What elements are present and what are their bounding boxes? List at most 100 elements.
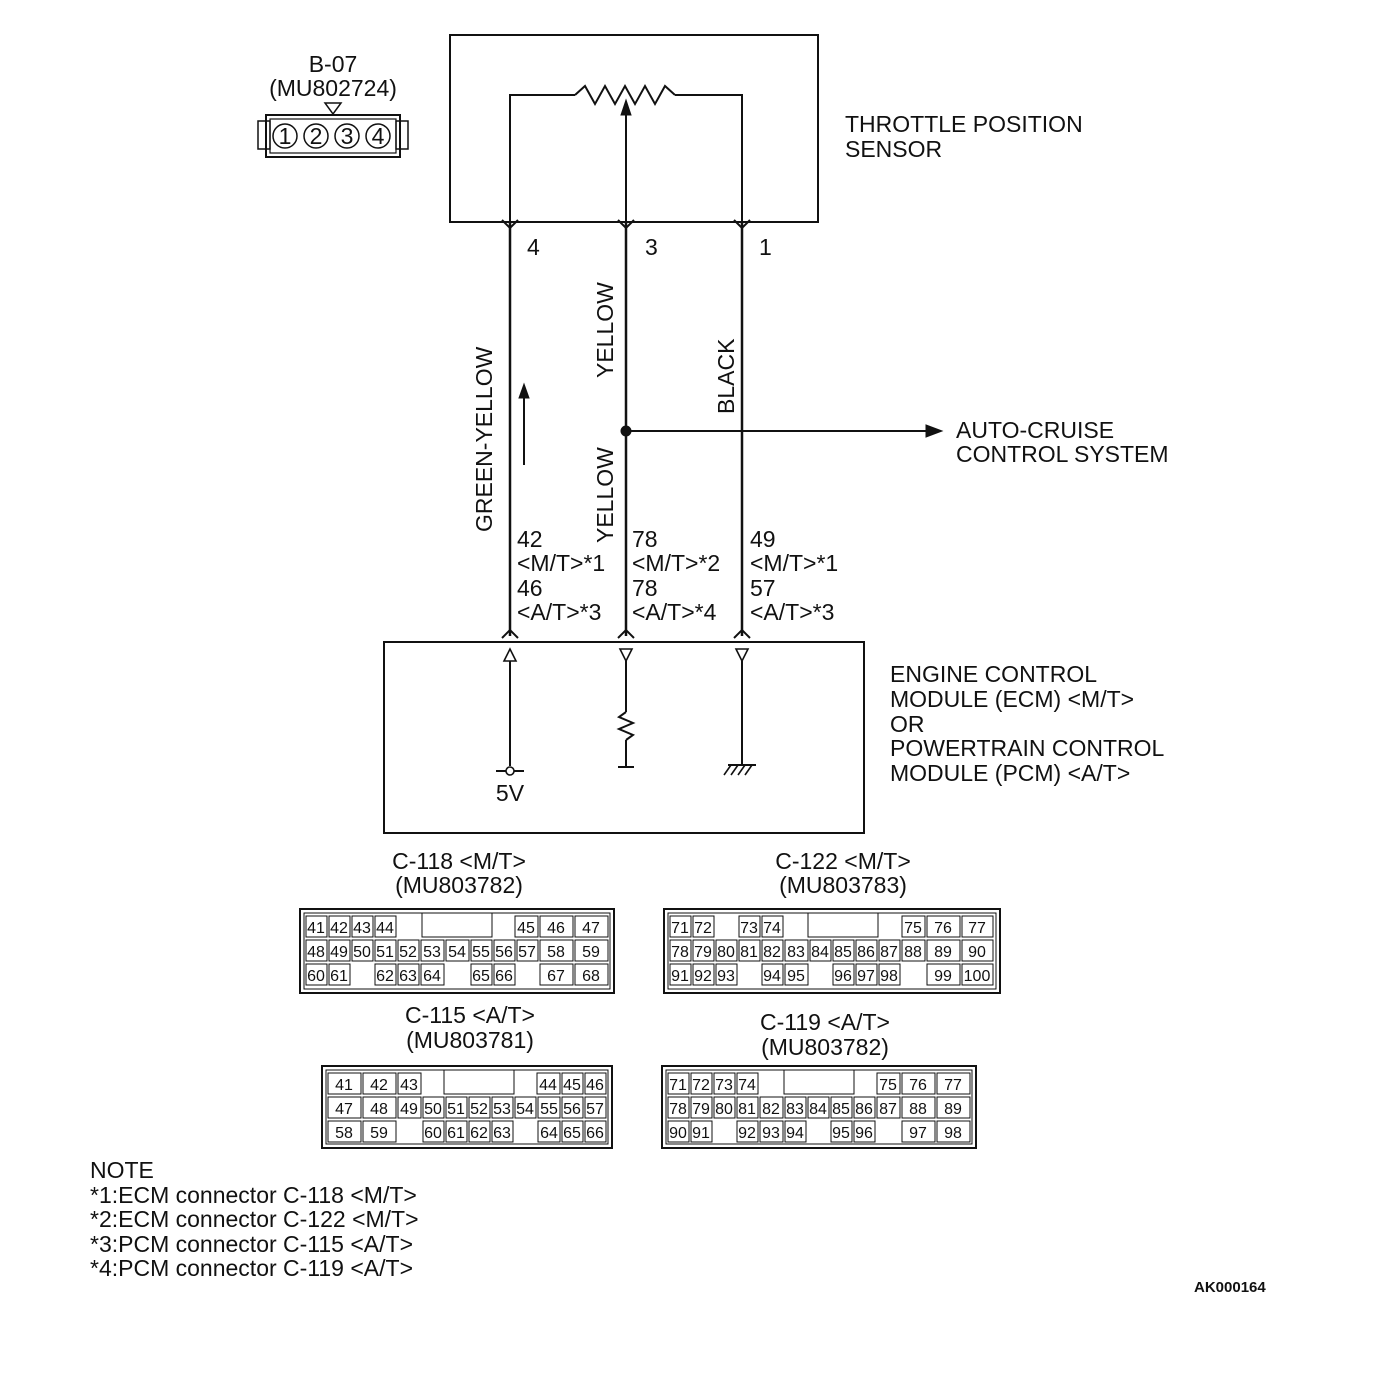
svg-text:99: 99 xyxy=(934,968,952,985)
svg-text:96: 96 xyxy=(834,968,852,985)
svg-text:82: 82 xyxy=(762,1101,780,1118)
svg-text:95: 95 xyxy=(832,1125,850,1142)
svg-text:80: 80 xyxy=(717,944,735,961)
throttle-position-sensor: THROTTLE POSITION SENSOR 4 3 1 xyxy=(449,34,1083,260)
auto-cruise-line1: AUTO-CRUISE xyxy=(956,417,1114,443)
svg-text:50: 50 xyxy=(424,1101,442,1118)
resistor-icon xyxy=(616,711,636,741)
b07-pin-4: 4 xyxy=(365,123,391,149)
svg-text:51: 51 xyxy=(447,1101,465,1118)
sensor-pin-3: 3 xyxy=(645,234,658,260)
svg-text:76: 76 xyxy=(909,1077,927,1094)
note-title: NOTE xyxy=(90,1157,154,1183)
svg-text:94: 94 xyxy=(786,1125,804,1142)
svg-text:85: 85 xyxy=(834,944,852,961)
terminal-right-0: 49 xyxy=(750,526,776,552)
c118-id: C-118 <M/T> xyxy=(392,848,526,874)
module-line-4: MODULE (PCM) <A/T> xyxy=(890,760,1130,786)
terminal-left-3: <A/T>*3 xyxy=(517,599,601,625)
svg-text:79: 79 xyxy=(692,1101,710,1118)
svg-text:42: 42 xyxy=(370,1077,388,1094)
svg-text:98: 98 xyxy=(880,968,898,985)
svg-text:79: 79 xyxy=(694,944,712,961)
svg-text:83: 83 xyxy=(787,944,805,961)
ground-icon xyxy=(723,764,756,776)
svg-text:44: 44 xyxy=(376,920,394,937)
terminal-right-2: 57 xyxy=(750,575,776,601)
svg-text:43: 43 xyxy=(353,920,371,937)
c119-id: C-119 <A/T> xyxy=(760,1009,890,1035)
note-item-3: *3:PCM connector C-115 <A/T> xyxy=(90,1231,413,1257)
wiper-arrow-icon xyxy=(620,98,632,116)
terminal-mid-0: 78 xyxy=(632,526,658,552)
svg-text:52: 52 xyxy=(470,1101,488,1118)
svg-text:97: 97 xyxy=(909,1125,927,1142)
terminal-right-3: <A/T>*3 xyxy=(750,599,834,625)
svg-text:62: 62 xyxy=(376,968,394,985)
module-box xyxy=(383,641,865,834)
svg-text:72: 72 xyxy=(694,920,712,937)
control-module: 5V ENGINE CONTROL MODULE (ECM) <M/T> OR … xyxy=(383,641,1165,834)
b07-body xyxy=(265,114,401,158)
svg-text:71: 71 xyxy=(669,1077,687,1094)
sensor-title-line2: SENSOR xyxy=(845,136,942,162)
terminal-left-2: 46 xyxy=(517,575,543,601)
svg-text:73: 73 xyxy=(740,920,758,937)
svg-text:57: 57 xyxy=(518,944,536,961)
svg-text:3: 3 xyxy=(341,123,354,149)
c122-id: C-122 <M/T> xyxy=(775,848,911,874)
svg-text:91: 91 xyxy=(671,968,689,985)
svg-text:67: 67 xyxy=(547,968,565,985)
c115-part: (MU803781) xyxy=(406,1027,534,1053)
wire-label-black: BLACK xyxy=(713,338,739,414)
module-line-0: ENGINE CONTROL xyxy=(890,661,1097,687)
svg-text:85: 85 xyxy=(832,1101,850,1118)
svg-text:73: 73 xyxy=(715,1077,733,1094)
svg-text:83: 83 xyxy=(786,1101,804,1118)
b07-pin-1: 1 xyxy=(272,123,298,149)
svg-text:60: 60 xyxy=(307,968,325,985)
svg-text:90: 90 xyxy=(968,944,986,961)
svg-text:44: 44 xyxy=(539,1077,557,1094)
svg-text:91: 91 xyxy=(692,1125,710,1142)
note-item-4: *4:PCM connector C-119 <A/T> xyxy=(90,1255,413,1281)
connector-c122: C-122 <M/T> (MU803783) 71 72 73 74 75 76… xyxy=(663,848,1001,994)
svg-text:1: 1 xyxy=(279,123,292,149)
svg-text:93: 93 xyxy=(717,968,735,985)
terminal-mid-2: 78 xyxy=(632,575,658,601)
svg-text:68: 68 xyxy=(582,968,600,985)
svg-text:64: 64 xyxy=(423,968,441,985)
svg-text:86: 86 xyxy=(855,1101,873,1118)
b07-id: B-07 xyxy=(309,51,358,77)
input-arrow-icon xyxy=(502,647,518,662)
svg-text:74: 74 xyxy=(738,1077,756,1094)
sensor-pin-1: 1 xyxy=(759,234,772,260)
svg-text:80: 80 xyxy=(715,1101,733,1118)
svg-text:41: 41 xyxy=(335,1077,353,1094)
b07-part: (MU802724) xyxy=(269,75,397,101)
sensor-title-line1: THROTTLE POSITION xyxy=(845,111,1083,137)
b07-pin-3: 3 xyxy=(334,123,360,149)
b07-connector: B-07 (MU802724) 1 2 3 4 xyxy=(257,51,409,158)
sensor-box xyxy=(449,34,819,223)
svg-text:49: 49 xyxy=(400,1101,418,1118)
svg-text:46: 46 xyxy=(586,1077,604,1094)
svg-text:76: 76 xyxy=(934,920,952,937)
svg-text:95: 95 xyxy=(787,968,805,985)
svg-text:54: 54 xyxy=(448,944,466,961)
svg-text:56: 56 xyxy=(563,1101,581,1118)
b07-key-icon xyxy=(323,102,343,116)
c122-pin-grid: 71 72 73 74 75 76 77 78 79 80 81 82 83 8… xyxy=(669,912,994,986)
note-item-1: *1:ECM connector C-118 <M/T> xyxy=(90,1182,417,1208)
svg-text:50: 50 xyxy=(353,944,371,961)
svg-text:52: 52 xyxy=(399,944,417,961)
svg-text:98: 98 xyxy=(944,1125,962,1142)
svg-text:88: 88 xyxy=(904,944,922,961)
svg-text:82: 82 xyxy=(763,944,781,961)
supply-voltage: 5V xyxy=(496,780,525,806)
svg-text:75: 75 xyxy=(904,920,922,937)
svg-text:58: 58 xyxy=(335,1125,353,1142)
potentiometer-icon xyxy=(574,83,676,107)
svg-text:77: 77 xyxy=(944,1077,962,1094)
